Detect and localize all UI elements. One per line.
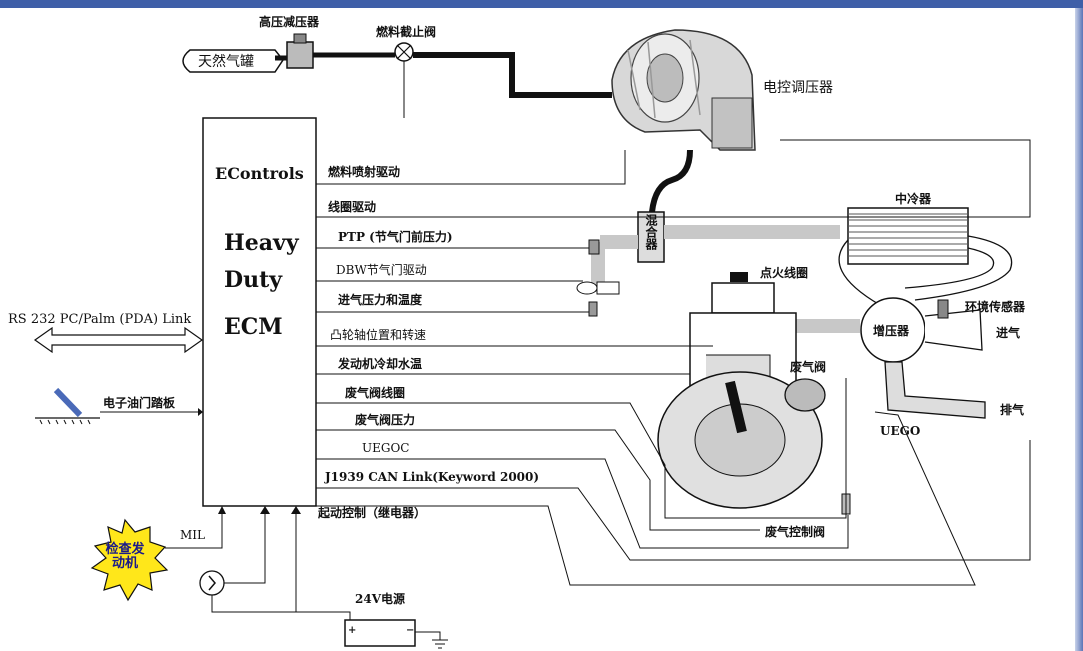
ignition-coil-label: 点火线圈 <box>760 266 809 280</box>
signal-label: UEGOC <box>362 441 410 455</box>
pedal-label: 电子油门踏板 <box>103 396 176 410</box>
exhaust-label: 排气 <box>1000 403 1025 417</box>
key-switch-shape <box>199 570 225 596</box>
top-border-bar <box>0 0 1083 8</box>
check-engine-shape <box>90 518 169 602</box>
exhaust-pipe <box>884 361 986 419</box>
uego-label: UEGO <box>880 424 921 438</box>
signal-label: 进气压力和温度 <box>338 293 423 307</box>
battery-label: 24V电源 <box>355 592 406 606</box>
intake-label: 进气 <box>996 326 1021 340</box>
signal-label: 凸轮轴位置和转速 <box>330 328 427 342</box>
ecm-brand: EControls <box>215 164 304 183</box>
signal-label: 燃料喷射驱动 <box>328 165 401 179</box>
battery-plus: + <box>348 625 357 636</box>
regulator-shape <box>611 29 756 151</box>
shutoff-valve-label: 燃料截止阀 <box>376 25 437 39</box>
wastegate-control-label: 废气控制阀 <box>765 525 826 539</box>
wastegate-label: 废气阀 <box>790 360 827 374</box>
intercooler-label: 中冷器 <box>895 192 932 206</box>
signal-label: PTP (节气门前压力) <box>338 230 453 244</box>
battery-minus: − <box>406 625 415 636</box>
signal-label: 起动控制（继电器） <box>318 506 427 520</box>
battery-shape <box>344 619 416 647</box>
ecm-line2: Duty <box>224 267 283 293</box>
signal-label: 线圈驱动 <box>328 200 377 214</box>
gas-tank-shape <box>182 49 284 73</box>
hp-reducer-label: 高压减压器 <box>259 15 320 29</box>
ecm-line1: Heavy <box>224 230 299 256</box>
ecm-line3: ECM <box>224 314 283 340</box>
rs232-arrow <box>33 326 204 354</box>
regulator-label: 电控调压器 <box>763 80 833 96</box>
rs232-label: RS 232 PC/Palm (PDA) Link <box>8 312 192 327</box>
mil-label: MIL <box>180 528 205 542</box>
engine-head <box>711 282 775 314</box>
turbo-label: 增压器 <box>873 324 910 338</box>
check-engine-label: 检查发动机 <box>105 542 145 571</box>
signal-label: J1939 CAN Link(Keyword 2000) <box>325 470 540 484</box>
ecm-box <box>202 117 317 507</box>
hp-reducer-shape <box>286 41 314 69</box>
right-border-bar <box>1075 8 1083 651</box>
signal-label: 废气阀线圈 <box>345 386 406 400</box>
gas-tank-label: 天然气罐 <box>198 54 254 70</box>
ambient-sensor-label: 环境传感器 <box>965 300 1026 314</box>
signal-label: 废气阀压力 <box>355 413 416 427</box>
signal-label: 发动机冷却水温 <box>338 357 423 371</box>
wastegate-shape <box>784 378 826 412</box>
mixer-label: 混合器 <box>644 214 658 250</box>
signal-label: DBW节气门驱动 <box>336 263 427 277</box>
